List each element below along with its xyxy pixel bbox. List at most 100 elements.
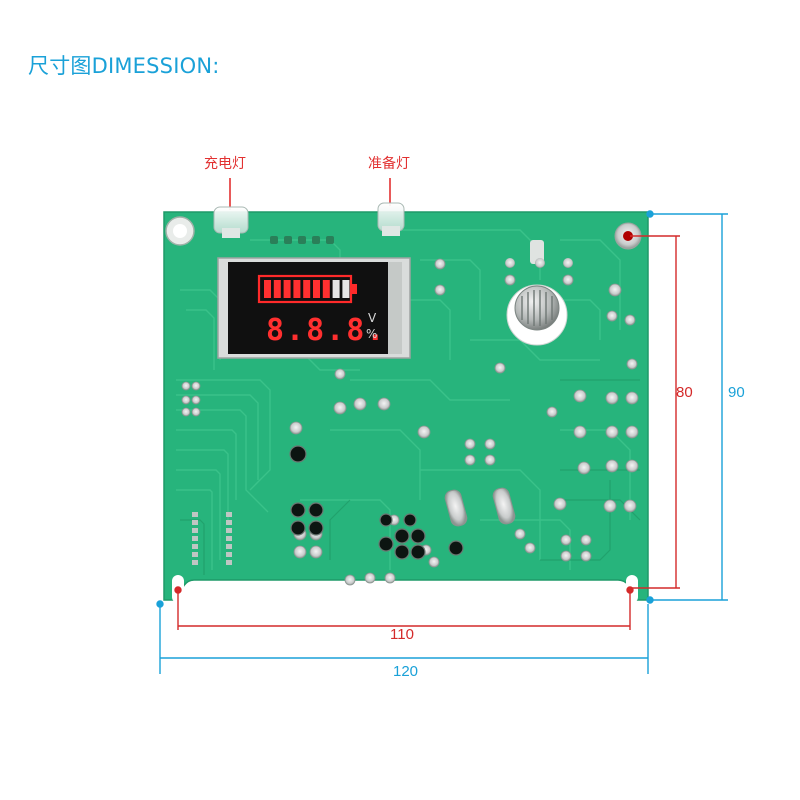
solder-pad	[181, 381, 191, 391]
battery-segment	[283, 280, 291, 298]
header-pin	[226, 512, 232, 517]
solder-pad	[181, 407, 191, 417]
header-pin	[226, 536, 232, 541]
solder-pad	[181, 395, 191, 405]
solder-pad	[353, 397, 367, 411]
header-pin	[192, 552, 198, 557]
battery-segment	[342, 280, 350, 298]
solder-pad	[464, 438, 476, 450]
inner-height-label: 80	[676, 384, 693, 401]
solder-pad	[191, 381, 201, 391]
through-holes	[289, 445, 464, 560]
solder-pad	[603, 499, 617, 513]
display-unit-v: V	[368, 311, 377, 325]
display-unit-percent: %	[366, 327, 377, 341]
solder-pad	[384, 572, 396, 584]
solder-pad	[606, 310, 618, 322]
battery-segment	[264, 280, 271, 298]
page-title: 尺寸图DIMESSION:	[28, 54, 220, 78]
header-pin	[226, 528, 232, 533]
solder-pad	[333, 401, 347, 415]
battery-segment	[293, 280, 301, 298]
battery-segment	[313, 280, 320, 298]
through-hole	[308, 502, 324, 518]
header-pin	[226, 560, 232, 565]
dimension-outer-width	[156, 600, 649, 674]
solder-pad	[560, 550, 572, 562]
through-hole	[290, 502, 306, 518]
display-digits: 8.8.8.	[266, 313, 386, 348]
solder-pad	[309, 545, 323, 559]
header-pins-top	[270, 236, 334, 244]
header-pin	[192, 528, 198, 533]
through-hole	[403, 513, 417, 527]
through-hole	[379, 513, 393, 527]
solder-pad	[289, 421, 303, 435]
solder-pad	[334, 368, 346, 380]
through-hole	[394, 544, 410, 560]
header-pin	[226, 544, 232, 549]
solder-pad	[494, 362, 506, 374]
battery-indicator	[257, 274, 357, 304]
battery-segment	[303, 280, 311, 298]
battery-segment	[322, 280, 330, 298]
solder-pad	[605, 425, 619, 439]
solder-pad	[504, 274, 516, 286]
solder-pad	[625, 459, 639, 473]
solder-pad	[580, 534, 592, 546]
through-hole	[308, 520, 324, 536]
solder-pad	[377, 397, 391, 411]
header-pin	[192, 536, 198, 541]
solder-pad	[553, 497, 567, 511]
through-hole	[448, 540, 464, 556]
solder-pad	[577, 461, 591, 475]
header-pin	[192, 512, 198, 517]
solder-pad	[464, 454, 476, 466]
solder-pad	[191, 395, 201, 405]
battery-segment	[332, 280, 340, 298]
outer-width-label: 120	[393, 663, 419, 680]
ready-led	[377, 202, 405, 236]
through-hole	[378, 536, 394, 552]
solder-pad	[625, 425, 639, 439]
header-pin	[192, 544, 198, 549]
solder-pad	[364, 572, 376, 584]
solder-pad	[580, 550, 592, 562]
solder-pad	[573, 425, 587, 439]
mounting-hole-top-left	[165, 216, 195, 246]
dimension-inner-width	[174, 586, 634, 630]
solder-pad	[293, 545, 307, 559]
dimension-inner-height	[630, 235, 680, 589]
solder-pad	[524, 542, 536, 554]
solder-pad	[191, 407, 201, 417]
solder-pad	[428, 556, 440, 568]
through-hole	[290, 520, 306, 536]
through-hole	[410, 544, 426, 560]
solder-pad	[560, 534, 572, 546]
solder-pad	[624, 314, 636, 326]
led-display-module	[217, 257, 411, 359]
solder-pad	[434, 258, 446, 270]
solder-pad	[623, 499, 637, 513]
solder-pad	[625, 391, 639, 405]
solder-pad	[546, 406, 558, 418]
solder-pad	[514, 528, 526, 540]
header-pin	[226, 520, 232, 525]
solder-pad	[562, 274, 574, 286]
inner-width-label: 110	[390, 626, 414, 643]
solder-pad	[434, 284, 446, 296]
header-pin	[226, 552, 232, 557]
solder-pad	[605, 391, 619, 405]
solder-pad	[626, 358, 638, 370]
through-hole	[410, 528, 426, 544]
solder-pad	[484, 438, 496, 450]
solder-pad	[344, 574, 356, 586]
solder-pad	[608, 283, 622, 297]
charge-light-label: 充电灯	[204, 156, 246, 172]
charge-led	[213, 206, 249, 238]
through-hole	[289, 445, 307, 463]
through-hole	[394, 528, 410, 544]
header-pin	[192, 520, 198, 525]
dimension-outer-height	[646, 210, 728, 604]
